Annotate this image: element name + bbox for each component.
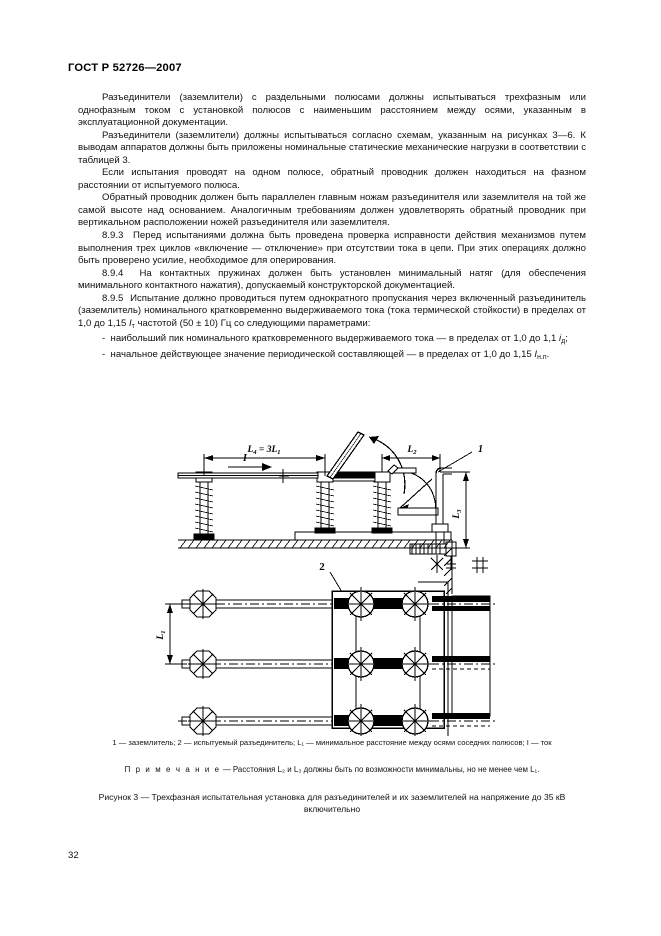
dimension-label-L3: L3 <box>452 509 463 520</box>
figure-note: П р и м е ч а н и е — Расстояния L₂ и L₃… <box>78 765 586 775</box>
rotary-post-b-3 <box>399 704 431 736</box>
symbol-id-subscript: д <box>561 338 566 346</box>
clause-number: 8.9.3 <box>102 230 124 242</box>
figure-caption-text: — Трехфазная испытательная установка для… <box>138 792 566 815</box>
figure-legend-text: 1 — заземлитель; 2 — испытуемый разъедин… <box>112 738 552 747</box>
body-text-block: Разъединители (заземлители) с раздельным… <box>78 92 586 364</box>
rotary-post-a-2 <box>345 647 377 681</box>
figure-3-drawing: L4 = 3L1 I L2 <box>0 424 661 736</box>
symbol-It: I <box>128 317 132 329</box>
terminal-left-2 <box>188 649 218 679</box>
dimension-label-L4: L4 = 3L1 <box>246 445 280 456</box>
callout-leader-1 <box>437 451 473 473</box>
blade-motion-arrow <box>368 436 406 495</box>
figure-caption-number: Рисунок 3 <box>98 792 139 802</box>
callout-leader-2 <box>329 571 343 593</box>
pole-row-1 <box>181 587 496 621</box>
dimension-L3 <box>440 471 470 549</box>
dimension-label-L2: L2 <box>406 445 417 456</box>
rotary-post-a-1 <box>345 587 377 621</box>
dimension-L2 <box>381 454 441 472</box>
plan-detail-marks <box>430 555 488 573</box>
callout-label-1: 1 <box>478 444 483 455</box>
dimension-L4 <box>203 454 326 476</box>
clause-8-9-5: 8.9.5 Испытание должно проводиться путем… <box>78 292 586 330</box>
figure-legend: 1 — заземлитель; 2 — испытуемый разъедин… <box>78 738 586 748</box>
clause-number: 8.9.4 <box>102 267 124 279</box>
ground-hatching <box>179 539 451 549</box>
rotary-post-a-3 <box>345 704 377 736</box>
standard-header: ГОСТ Р 52726—2007 <box>68 62 182 74</box>
pole-row-3 <box>178 704 496 736</box>
clause-number: 8.9.5 <box>102 292 124 304</box>
callout-label-2: 2 <box>319 561 325 573</box>
current-arrow <box>228 463 272 471</box>
terminal-left-1 <box>188 589 218 619</box>
rotary-post-b-2 <box>399 647 431 681</box>
symbol-Inp-subscript: н.п <box>537 353 547 361</box>
paragraph-1: Разъединители (заземлители) с раздельным… <box>78 92 586 129</box>
dimension-label-L1: L1 <box>156 630 167 640</box>
symbol-Inp: I <box>534 348 538 360</box>
clause-8-9-4: 8.9.4 На контактных пружинах должен быть… <box>78 267 586 292</box>
dimension-L1 <box>165 603 187 665</box>
insulator-middle <box>314 471 336 534</box>
insulator-left <box>193 471 215 541</box>
clause-8-9-3: 8.9.3 Перед испытаниями должна быть пров… <box>78 230 586 267</box>
bullet-marker: - <box>102 348 106 360</box>
figure-caption: Рисунок 3 — Трехфазная испытательная уст… <box>70 791 594 816</box>
paragraph-4: Обратный проводник должен быть параллеле… <box>78 192 586 229</box>
symbol-id: i <box>559 333 562 345</box>
bullet-2: - начальное действующее значение периоди… <box>102 348 550 361</box>
bullet-1: - наибольший пик номинального кратковрем… <box>102 333 568 346</box>
contact-bar <box>332 471 376 482</box>
symbol-It-subscript: т <box>131 322 135 330</box>
current-label-I: I <box>242 453 248 464</box>
earthing-switch-assembly <box>387 464 457 570</box>
terminal-left-3 <box>188 706 218 736</box>
bullet-marker: - <box>102 333 106 345</box>
insulator-right <box>371 471 393 534</box>
page-number: 32 <box>68 850 79 861</box>
moving-blade <box>326 431 365 480</box>
paragraph-2: Разъединители (заземлители) должны испыт… <box>78 129 586 166</box>
figure-svg: L4 = 3L1 I L2 <box>156 431 496 736</box>
note-label: П р и м е ч а н и е <box>124 765 221 774</box>
paragraph-3: Если испытания проводят на одном полюсе,… <box>78 167 586 191</box>
note-text: — Расстояния L₂ и L₃ должны быть по возм… <box>220 765 540 774</box>
rotary-post-b-1 <box>399 587 431 621</box>
main-conductor-bar <box>177 469 319 483</box>
pole-row-2 <box>178 647 496 681</box>
